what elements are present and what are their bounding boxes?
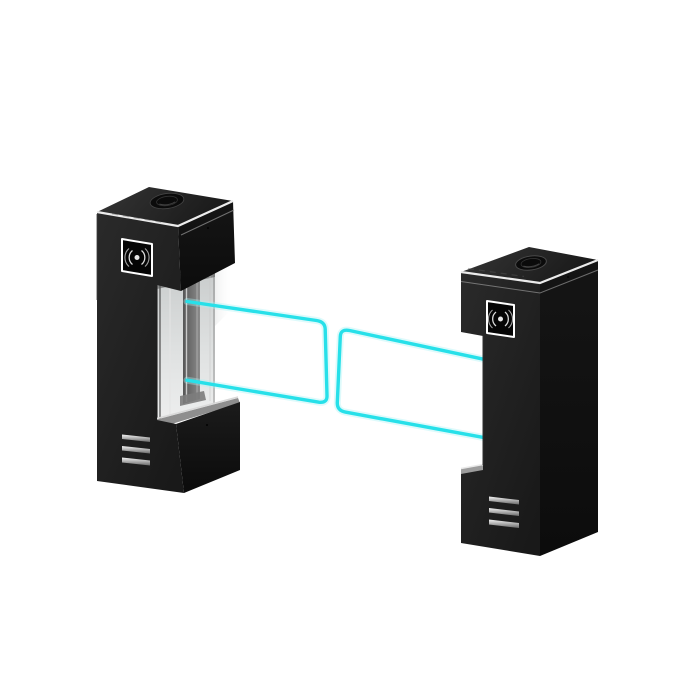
base-top-face xyxy=(155,398,240,427)
cap-lid-seam xyxy=(180,209,235,236)
emblem-inner-ring xyxy=(520,258,542,268)
top-face-engraving xyxy=(111,213,167,224)
top-emblem xyxy=(515,255,547,271)
cap-edge-highlight xyxy=(460,258,599,285)
cap-side-face xyxy=(178,201,235,291)
notch-ledge-highlight xyxy=(460,463,484,470)
vent-slot xyxy=(489,519,519,528)
vent-slot xyxy=(489,496,519,505)
right-pedestal xyxy=(460,247,599,556)
left-gate-panel xyxy=(185,299,329,405)
right-gate-panel xyxy=(335,328,486,440)
vent-slots xyxy=(489,496,519,528)
emblem-sheen xyxy=(159,201,176,206)
hinge-post-foot xyxy=(180,391,206,406)
badge-center-dot xyxy=(498,316,503,322)
logo-badge xyxy=(486,300,515,338)
badge-arc-icon xyxy=(508,309,514,329)
emblem-inner-ring xyxy=(156,195,178,207)
badge-arc-icon xyxy=(144,248,150,267)
logo-badge xyxy=(121,238,153,277)
notch-ledge xyxy=(461,464,483,474)
badge-center-dot xyxy=(134,255,140,260)
screw-dot xyxy=(205,423,209,427)
base-box xyxy=(154,396,240,493)
badge-arc-icon xyxy=(124,248,130,267)
front-face xyxy=(461,272,540,556)
badge-arc-icon xyxy=(128,249,133,266)
cap-edge-highlight xyxy=(96,199,234,228)
badge-arc-icon xyxy=(492,311,497,327)
vent-slot xyxy=(489,508,519,516)
badge-arc-icon xyxy=(141,249,146,266)
badge-arc-icon xyxy=(504,311,509,327)
front-face xyxy=(97,212,184,493)
base-top-highlight xyxy=(154,396,239,420)
emblem-sheen xyxy=(523,263,540,268)
vent-slots xyxy=(122,434,150,466)
cap-lid-seam xyxy=(460,269,599,294)
vent-slot xyxy=(122,446,150,454)
vent-slot xyxy=(122,434,150,442)
screw-dot xyxy=(567,276,569,278)
gate-panels xyxy=(183,298,488,442)
screw-dot xyxy=(206,226,210,230)
glass-right-sliver xyxy=(215,261,233,326)
side-face xyxy=(540,260,598,556)
top-emblem xyxy=(149,192,185,210)
top-face-engraving xyxy=(467,267,525,278)
base-side-face xyxy=(176,402,240,493)
vent-slot xyxy=(122,457,150,466)
badge-arc-icon xyxy=(487,309,493,329)
